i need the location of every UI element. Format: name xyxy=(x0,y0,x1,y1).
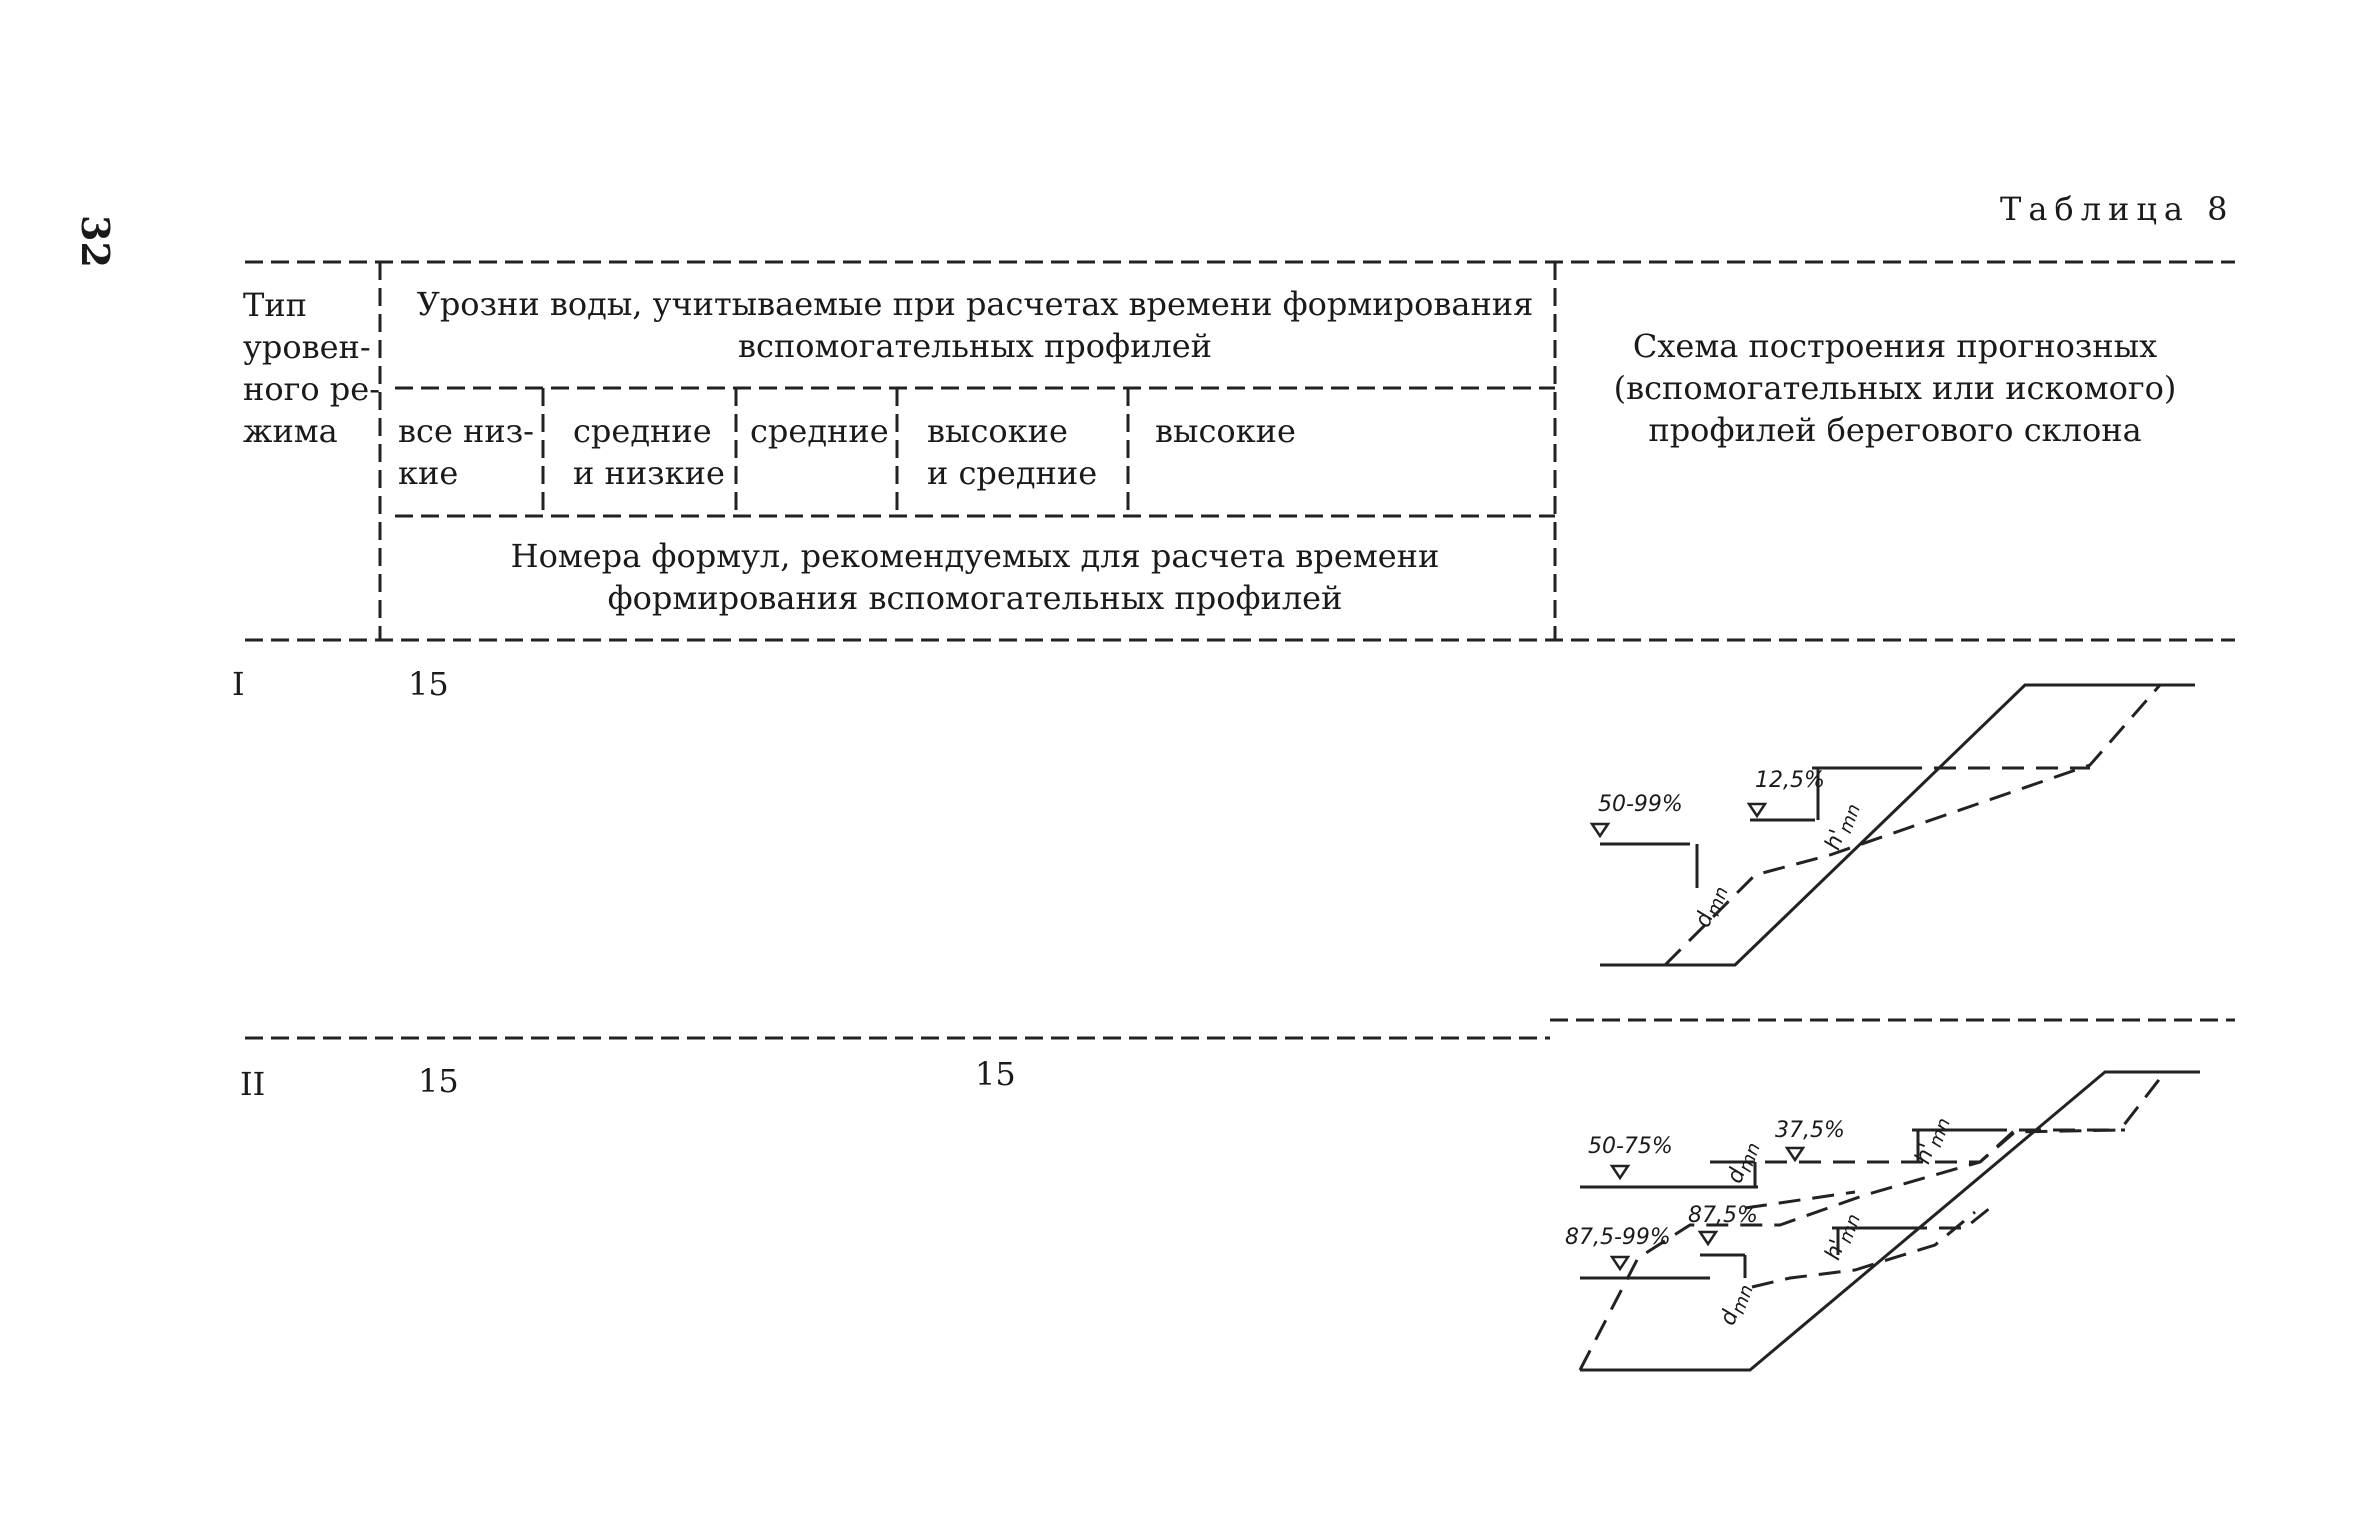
subcol-medium: средние xyxy=(750,412,889,450)
subcol-all-low: все низ- кие xyxy=(398,412,534,492)
diagram-2-label-87-5: 87,5% xyxy=(1688,1203,1758,1228)
row-1-type: I xyxy=(232,665,245,703)
diagram-2-label-87-5-99: 87,5-99% xyxy=(1565,1225,1671,1250)
header-scheme: Схема построения прогнозных (вспомогател… xyxy=(1613,327,2177,449)
table-caption: Таблица 8 xyxy=(2000,190,2235,228)
diagram-2-label-50-75: 50-75% xyxy=(1588,1134,1673,1159)
header-water-levels: Урозни воды, учитываемые при расчетах вр… xyxy=(416,285,1534,365)
header-formula-numbers: Номера формул, рекомендуемых для расчета… xyxy=(510,537,1440,617)
row-2-cell-high-and-medium: 15 xyxy=(975,1055,1016,1093)
diagram-1-label-12-5: 12,5% xyxy=(1755,768,1825,793)
subcol-high: высокие xyxy=(1155,412,1296,450)
subcol-high-and-medium: высокие и средние xyxy=(927,412,1098,492)
row-2-cell-all-low: 15 xyxy=(418,1062,459,1100)
diagram-1-label-50-99: 50-99% xyxy=(1598,792,1683,817)
subcol-medium-and-low: средние и низкие xyxy=(573,412,725,492)
header-regime-type: Тип уровен- ного ре- жима xyxy=(243,286,381,450)
row-1-cell-all-low: 15 xyxy=(408,665,449,703)
row-2-type: II xyxy=(240,1065,266,1103)
diagram-2-label-37-5: 37,5% xyxy=(1775,1118,1845,1143)
